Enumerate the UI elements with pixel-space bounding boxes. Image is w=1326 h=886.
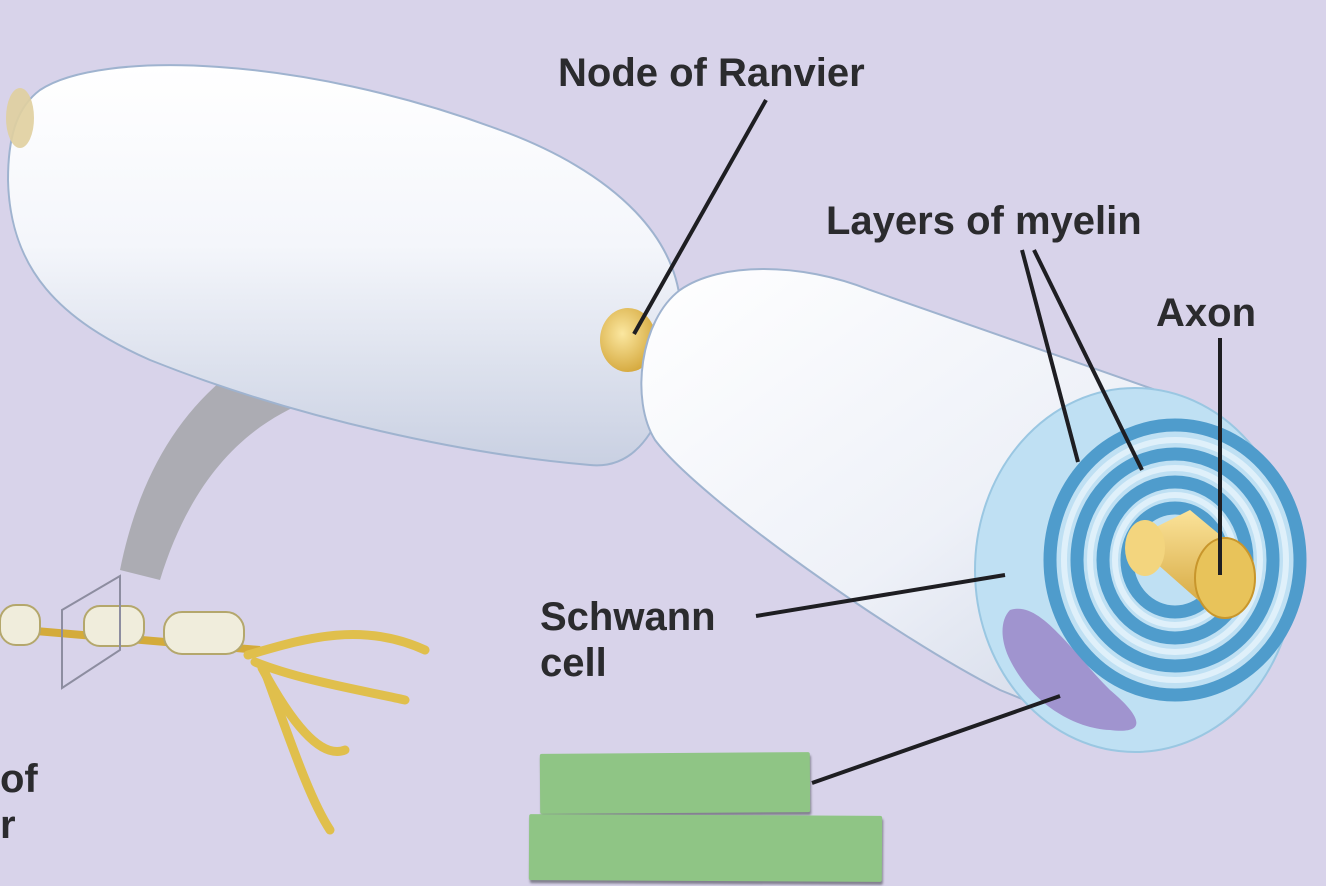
myelin-segment-left [6,64,682,467]
schwann-nucleus [1002,608,1137,731]
label-partial-cutoff: of r [0,756,38,848]
label-schwann-line2: cell [540,641,607,685]
answer-cover-box-bottom[interactable] [528,814,883,882]
label-node-of-ranvier: Node of Ranvier [558,51,865,95]
answer-cover-box-top[interactable] [539,752,811,814]
label-partial-line1: of [0,757,38,801]
label-partial-line2: r [0,803,16,847]
label-layers-of-myelin: Layers of myelin [826,199,1142,243]
label-schwann-cell: Schwann cell [540,594,716,686]
label-schwann-line1: Schwann [540,595,716,639]
node-of-ranvier-knob [600,308,656,372]
leader-lines [632,99,1222,785]
label-axon: Axon [1156,291,1256,335]
neuron-overview [0,574,430,835]
